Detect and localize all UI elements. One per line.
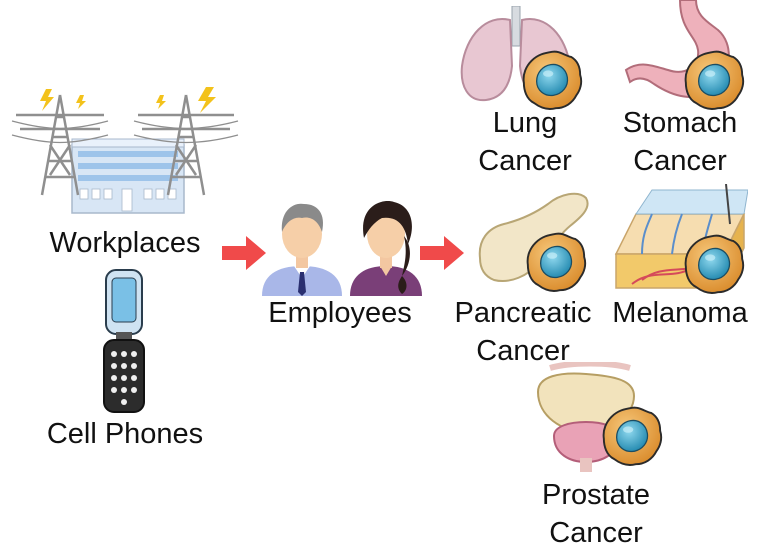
workplaces-illustration — [10, 85, 240, 215]
cell-phones-label: Cell Phones — [46, 418, 204, 450]
employees-label: Employees — [268, 297, 412, 329]
stomach-cancer-label: Stomach Cancer — [608, 104, 752, 180]
cancer-cell-icon — [682, 48, 746, 112]
stomach-cancer-label-line1: Stomach — [622, 107, 738, 139]
prostate-cancer-label-line2: Cancer — [549, 517, 643, 549]
pancreatic-cancer-label-line2: Cancer — [476, 335, 570, 367]
female-employee-icon — [350, 201, 422, 296]
lung-cancer-label-line2: Cancer — [478, 145, 572, 177]
workplaces-label: Workplaces — [49, 227, 201, 259]
pancreatic-cancer-label-line1: Pancreatic — [454, 297, 592, 329]
power-tower-icon — [133, 94, 239, 196]
pancreas-icon — [474, 188, 594, 288]
cancer-cell-icon — [600, 404, 664, 468]
arrow-right-icon — [420, 236, 464, 270]
prostate-cancer-label-line1: Prostate — [542, 479, 650, 511]
cancer-cell-icon — [682, 232, 746, 296]
power-tower-icon — [11, 94, 109, 196]
lightning-bolt-icon — [40, 87, 216, 113]
male-employee-icon — [262, 203, 342, 296]
prostate-cancer-label: Prostate Cancer — [516, 476, 676, 552]
melanoma-label: Melanoma — [612, 297, 748, 329]
cancer-cell-icon — [520, 48, 584, 112]
lung-cancer-label-line1: Lung — [492, 107, 558, 139]
office-building-icon — [71, 138, 185, 214]
cancer-cell-icon — [524, 230, 588, 294]
stomach-cancer-label-line2: Cancer — [633, 145, 727, 177]
lung-cancer-label: Lung Cancer — [452, 104, 598, 180]
flip-phone-icon — [100, 268, 148, 414]
arrow-right-icon — [222, 236, 266, 270]
pancreatic-cancer-label: Pancreatic Cancer — [440, 294, 606, 370]
employees-illustration — [258, 196, 428, 296]
